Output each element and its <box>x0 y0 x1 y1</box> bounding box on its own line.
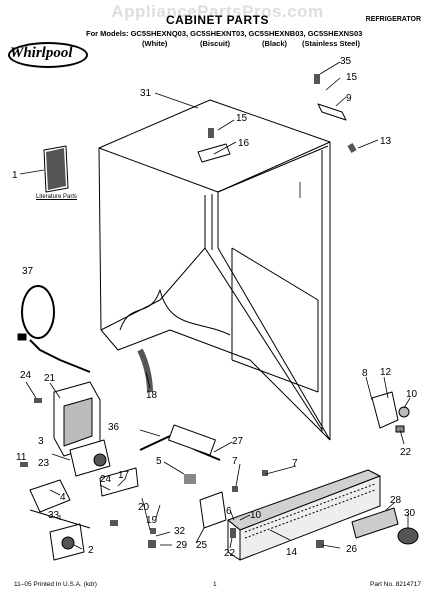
screws <box>20 74 357 548</box>
callout-10: 10 <box>250 510 262 521</box>
callout-6: 6 <box>226 506 232 517</box>
callout-21: 21 <box>44 373 56 384</box>
color-stainless: (Stainless Steel) <box>302 39 360 48</box>
callout-30: 30 <box>404 508 416 519</box>
page-title: CABINET PARTS <box>166 13 269 27</box>
callout-numbers: 35 15 9 31 15 16 13 1 37 18 24 21 8 12 1… <box>12 56 418 559</box>
literature-parts-label: Literature Parts <box>36 194 78 200</box>
callout-15-top: 15 <box>346 72 358 83</box>
callout-37: 37 <box>22 266 34 277</box>
watermark: AppliancePartsPros.com <box>111 2 324 21</box>
hinge-bracket-right <box>371 391 410 433</box>
color-white: (White) <box>142 39 168 48</box>
callout-5: 5 <box>156 456 162 467</box>
brand-logo-ring <box>8 42 88 68</box>
print-info: 11–05 Printed In U.S.A. (kdr) <box>14 581 97 588</box>
callout-7-right: 7 <box>292 458 298 469</box>
callout-17: 17 <box>118 470 130 481</box>
callout-2: 2 <box>88 545 94 556</box>
callout-25: 25 <box>196 540 208 551</box>
callout-15: 15 <box>236 113 248 124</box>
bracket-17 <box>99 467 139 497</box>
model-list: For Models: GC5SHEXNQ03, GC5SHEXNT03, GC… <box>86 29 363 38</box>
callout-24-center: 24 <box>100 474 112 485</box>
roller-assembly <box>351 507 419 545</box>
hinge-plate-25 <box>199 491 227 529</box>
callout-1: 1 <box>12 170 18 181</box>
power-cord <box>17 285 91 373</box>
callout-36: 36 <box>108 422 120 433</box>
callout-24-left: 24 <box>20 370 32 381</box>
roller-bracket-left <box>69 439 111 477</box>
callout-29: 29 <box>176 540 188 551</box>
brand-logo: Whirlpool <box>10 45 73 61</box>
drain-tube <box>137 348 153 393</box>
callout-31: 31 <box>140 88 152 99</box>
callout-19: 19 <box>146 515 158 526</box>
callout-8: 8 <box>362 368 368 379</box>
callout-10-right: 10 <box>406 389 418 400</box>
callout-9: 9 <box>346 93 352 104</box>
callout-14: 14 <box>286 547 298 558</box>
callout-35: 35 <box>340 56 352 67</box>
cabinet-shell <box>98 99 331 441</box>
callout-12: 12 <box>380 367 392 378</box>
callout-33: 33 <box>48 510 60 521</box>
callout-18: 18 <box>146 390 158 401</box>
appliance-category: REFRIGERATOR <box>365 16 421 23</box>
leveling-leg-left <box>29 479 91 561</box>
top-bracket-9 <box>317 103 347 121</box>
color-black: (Black) <box>262 39 288 48</box>
page-number: 1 <box>213 581 217 588</box>
top-bracket-16 <box>197 143 231 163</box>
callout-20: 20 <box>138 502 150 513</box>
callout-22-bottom: 22 <box>224 548 236 559</box>
callout-4: 4 <box>60 492 66 503</box>
electrical-box <box>53 381 101 457</box>
callout-22-right: 22 <box>400 447 412 458</box>
callout-32: 32 <box>174 526 186 537</box>
callout-11: 11 <box>16 452 27 463</box>
color-biscuit: (Biscuit) <box>200 39 230 48</box>
callout-28: 28 <box>390 495 402 506</box>
callout-7-center: 7 <box>232 456 238 467</box>
literature-booklet <box>43 145 69 193</box>
callout-26: 26 <box>346 544 358 555</box>
cutaway-edge <box>119 289 231 336</box>
callout-16: 16 <box>238 138 250 149</box>
callout-3: 3 <box>38 436 44 447</box>
leader-lines <box>19 61 411 550</box>
callout-23: 23 <box>38 458 50 469</box>
toe-grille <box>227 469 381 561</box>
part-number: Part No. 8214717 <box>370 581 421 588</box>
callout-27: 27 <box>232 436 244 447</box>
heater-tube <box>139 424 221 461</box>
callout-13: 13 <box>380 136 392 147</box>
